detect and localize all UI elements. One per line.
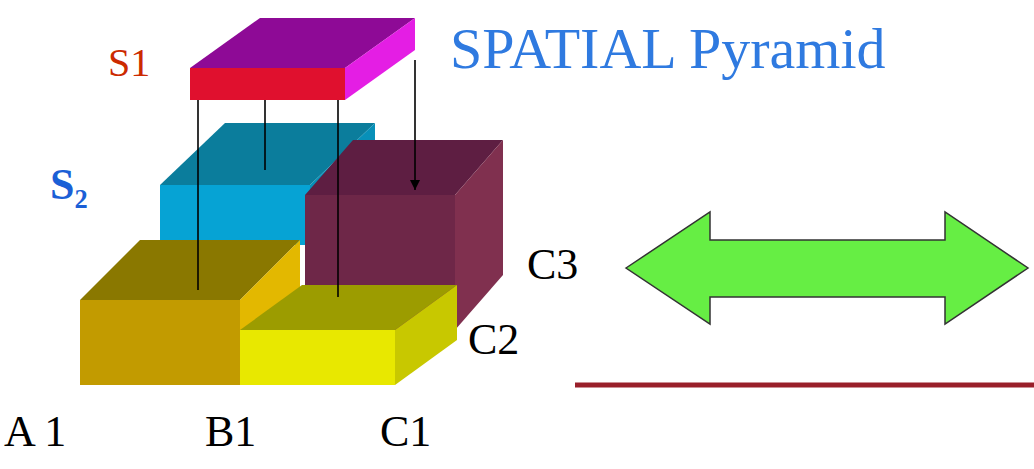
box-label: C3 (527, 243, 578, 287)
axis-label: C1 (380, 410, 431, 454)
box-side-face (455, 140, 503, 330)
connector-line (264, 100, 266, 170)
box-label-wrap: S₂ (50, 163, 88, 207)
box-label: C2 (468, 318, 519, 362)
leader-line (197, 100, 199, 290)
box-3d-shape (305, 140, 503, 330)
box-label: S1 (108, 43, 150, 83)
connector-line (337, 100, 339, 297)
title-wrap: SPATIAL Pyramid (450, 20, 886, 78)
axis-label: B1 (205, 410, 256, 454)
box-front-face (80, 300, 240, 385)
box-3d-shape (240, 285, 457, 385)
box-label-wrap: C2 (468, 318, 519, 362)
pyramid-box: S1 (190, 68, 345, 100)
pyramid-box: C2 (240, 330, 395, 385)
axis-label-wrap: C1 (380, 410, 431, 454)
axis-label-wrap: A 1 (4, 410, 66, 454)
divider-line (575, 383, 1034, 388)
box-label-wrap: C3 (527, 243, 578, 287)
box-front-face (160, 185, 310, 245)
box-label-wrap: S1 (108, 43, 150, 83)
box-3d-shape (190, 18, 415, 100)
box-label: S₂ (50, 163, 88, 207)
axis-label-wrap: B1 (205, 410, 256, 454)
box-side-face (345, 18, 415, 100)
box-front-face (190, 68, 345, 100)
connector-line (414, 60, 416, 190)
pyramid-box: C3 (305, 195, 455, 330)
diagram-title: SPATIAL Pyramid (450, 20, 886, 78)
axis-label: A 1 (4, 410, 66, 454)
box-front-face (240, 330, 395, 385)
box-side-face (395, 285, 457, 385)
double-arrow (626, 212, 1028, 324)
pyramid-box: S₂ (160, 185, 310, 245)
